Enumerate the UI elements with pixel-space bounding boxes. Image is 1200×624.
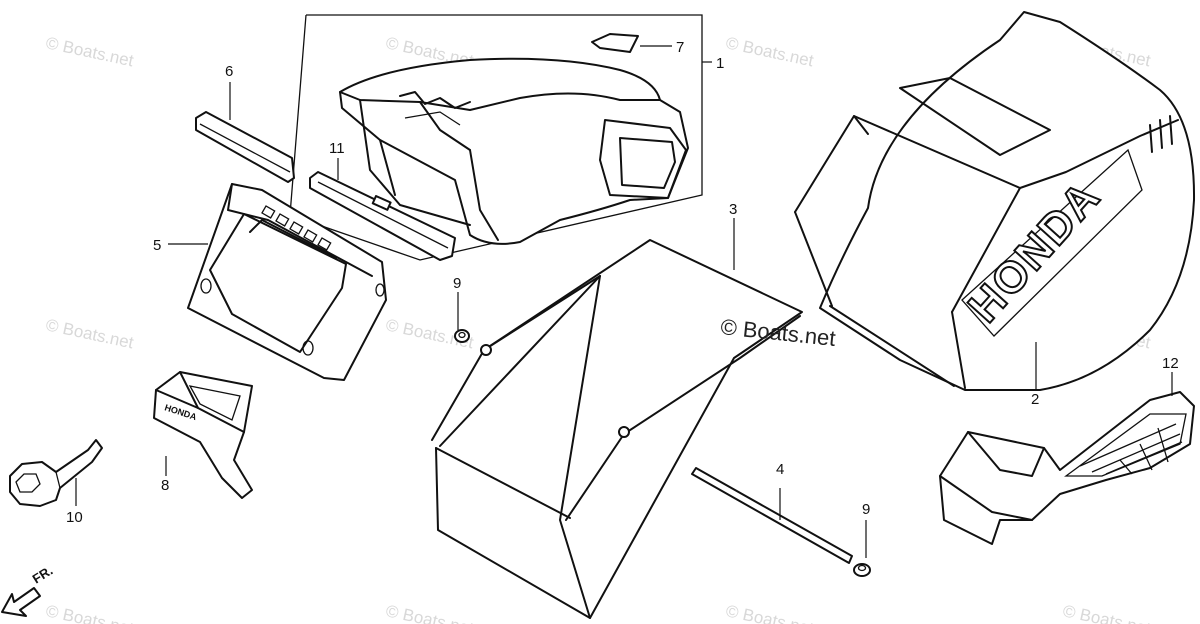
watermark: © Boats.net <box>384 601 475 624</box>
callout-3: 3 <box>729 201 737 218</box>
watermark: © Boats.net <box>44 33 135 70</box>
watermark: © Boats.net <box>724 33 815 70</box>
part-1-bag-cover <box>339 57 689 245</box>
callout-lines <box>75 45 1173 558</box>
callout-7: 7 <box>676 39 684 56</box>
part-6-strip <box>195 111 295 183</box>
watermark: © Boats.net <box>44 601 135 624</box>
part-10-socket-tool <box>9 439 103 507</box>
watermark: © Boats.net <box>44 315 135 352</box>
part-11-plate <box>309 171 456 261</box>
part-9-washer-lower <box>853 563 871 577</box>
callout-10: 10 <box>66 509 83 526</box>
part-8-grip: HONDA <box>153 371 253 499</box>
part-5-handle-panel <box>187 183 387 381</box>
callout-4: 4 <box>776 461 784 478</box>
part-12-basket <box>939 391 1195 545</box>
callout-2: 2 <box>1031 391 1039 408</box>
assembly-bracket <box>289 14 703 261</box>
part-9-washer-upper <box>454 329 470 343</box>
watermark: © Boats.net <box>724 601 815 624</box>
grip-ribs <box>261 205 332 251</box>
watermark: © Boats.net <box>1061 601 1152 624</box>
callout-9-lower: 9 <box>862 501 870 518</box>
part-3-wire-frame <box>431 239 803 619</box>
callout-6: 6 <box>225 63 233 80</box>
part-4-rod <box>691 467 853 564</box>
part-2-grass-bag: HONDA <box>794 11 1196 391</box>
direction-label: FR. <box>30 563 56 587</box>
callout-5: 5 <box>153 237 161 254</box>
callout-12: 12 <box>1162 355 1179 372</box>
callout-labels: 1 2 3 4 5 6 7 8 9 9 10 11 12 <box>66 39 1179 526</box>
callout-8: 8 <box>161 477 169 494</box>
callout-9-upper: 9 <box>453 275 461 292</box>
callout-1: 1 <box>716 55 724 72</box>
center-watermark: © Boats.net <box>719 314 836 351</box>
part-7-label <box>591 33 639 53</box>
callout-11: 11 <box>329 140 345 157</box>
